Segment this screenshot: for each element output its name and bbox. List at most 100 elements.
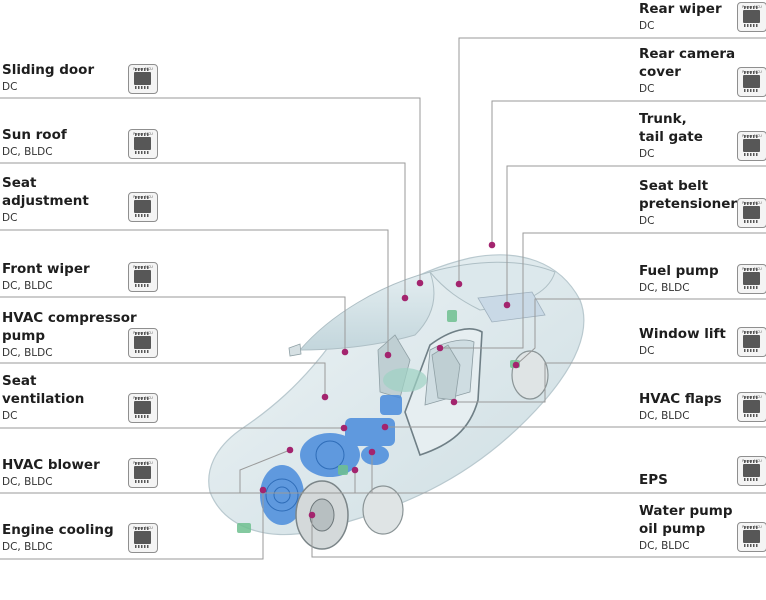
connector-dot-sliding-door	[416, 279, 424, 287]
motor-type: DC	[639, 215, 655, 227]
motor-type: DC, BLDC	[2, 347, 53, 359]
chip-body	[134, 266, 151, 287]
motor-type: DC, BLDC	[639, 282, 690, 294]
connector-dot-seat-belt-pretensioner	[436, 344, 444, 352]
chip-body	[743, 460, 760, 481]
chip-body	[134, 133, 151, 154]
connector-dot-front-wiper	[341, 348, 349, 356]
chip-body	[743, 268, 760, 289]
application-title: Rear wiper	[639, 1, 722, 17]
leader-line-rear-camera-cover	[491, 100, 766, 245]
chip-body	[134, 397, 151, 418]
connector-dot-hvac-flaps	[381, 423, 389, 431]
car-wheels	[295, 350, 549, 550]
application-eps: EPS	[639, 471, 766, 489]
leader-line-seat-belt-pretensioner	[440, 232, 766, 349]
chip-body	[134, 527, 151, 548]
application-title: Trunk, tail gate	[639, 111, 703, 145]
connector-dot-sun-roof	[401, 294, 409, 302]
chip-body	[134, 68, 151, 89]
connector-dot-extra1	[286, 446, 294, 454]
power-mcu-chip-icon: Power MCU	[737, 456, 766, 486]
power-mcu-chip-icon: Power MCU	[737, 522, 766, 552]
power-mcu-chip-icon: Power MCU	[737, 131, 766, 161]
power-mcu-chip-icon: Power MCU	[128, 458, 158, 488]
motor-type: DC, BLDC	[639, 410, 690, 422]
chip-body	[743, 6, 760, 27]
car-windshield	[298, 271, 435, 351]
leader-line-eps	[354, 470, 766, 494]
motor-type: DC	[639, 20, 655, 32]
chip-body	[134, 196, 151, 217]
leader-line-extra1	[239, 449, 291, 493]
chip-body	[743, 396, 760, 417]
application-title: Sliding door	[2, 62, 95, 78]
leader-line-water-pump-oil-pump	[311, 515, 766, 558]
power-mcu-chip-icon: Power MCU	[737, 2, 766, 32]
power-mcu-chip-icon: Power MCU	[128, 523, 158, 553]
motor-type: DC	[2, 81, 18, 93]
chip-body	[743, 135, 760, 156]
power-mcu-chip-icon: Power MCU	[737, 67, 766, 97]
motor-type: DC	[2, 410, 18, 422]
application-title: Seat adjustment	[2, 175, 89, 209]
chip-body	[743, 331, 760, 352]
connector-dot-rear-camera-cover	[488, 241, 496, 249]
application-title: Window lift	[639, 326, 726, 342]
motor-type: DC, BLDC	[2, 476, 53, 488]
application-title: Sun roof	[2, 127, 67, 143]
application-title: Rear camera cover	[639, 46, 736, 80]
motor-type: DC, BLDC	[639, 540, 690, 552]
connector-dot-hvac-blower	[368, 448, 376, 456]
leader-line-sun-roof	[0, 162, 406, 298]
application-title: EPS	[639, 472, 668, 488]
connector-dot-engine-cooling	[259, 486, 267, 494]
leader-line-window-lift	[454, 362, 766, 403]
connector-dot-water-pump-oil-pump	[308, 511, 316, 519]
connector-dot-trunk-tail-gate	[503, 301, 511, 309]
leader-line-seat-adjustment	[0, 229, 389, 355]
application-title: Front wiper	[2, 261, 90, 277]
power-mcu-chip-icon: Power MCU	[737, 392, 766, 422]
power-mcu-chip-icon: Power MCU	[128, 64, 158, 94]
connector-dot-eps	[351, 466, 359, 474]
chip-body	[134, 462, 151, 483]
connector-dot-window-lift	[450, 398, 458, 406]
application-title: HVAC compressor pump	[2, 310, 137, 344]
connector-dot-seat-ventilation	[340, 424, 348, 432]
motor-type: DC	[639, 83, 655, 95]
chip-body	[134, 332, 151, 353]
application-title: Seat ventilation	[2, 373, 85, 407]
power-mcu-chip-icon: Power MCU	[737, 264, 766, 294]
connector-dot-seat-adjustment	[384, 351, 392, 359]
application-title: HVAC flaps	[639, 391, 722, 407]
motor-type: DC	[639, 345, 655, 357]
leader-line-trunk-tail-gate	[506, 165, 766, 305]
leader-line-fuel-pump	[515, 298, 766, 366]
leader-line-rear-wiper	[458, 37, 766, 284]
motor-type: DC, BLDC	[2, 541, 53, 553]
motor-type: DC, BLDC	[2, 280, 53, 292]
motor-type: DC, BLDC	[2, 146, 53, 158]
power-mcu-chip-icon: Power MCU	[128, 129, 158, 159]
chip-body	[743, 202, 760, 223]
power-mcu-chip-icon: Power MCU	[128, 328, 158, 358]
chip-body	[743, 71, 760, 92]
application-title: Engine cooling	[2, 522, 114, 538]
leader-line-engine-cooling	[0, 490, 264, 560]
